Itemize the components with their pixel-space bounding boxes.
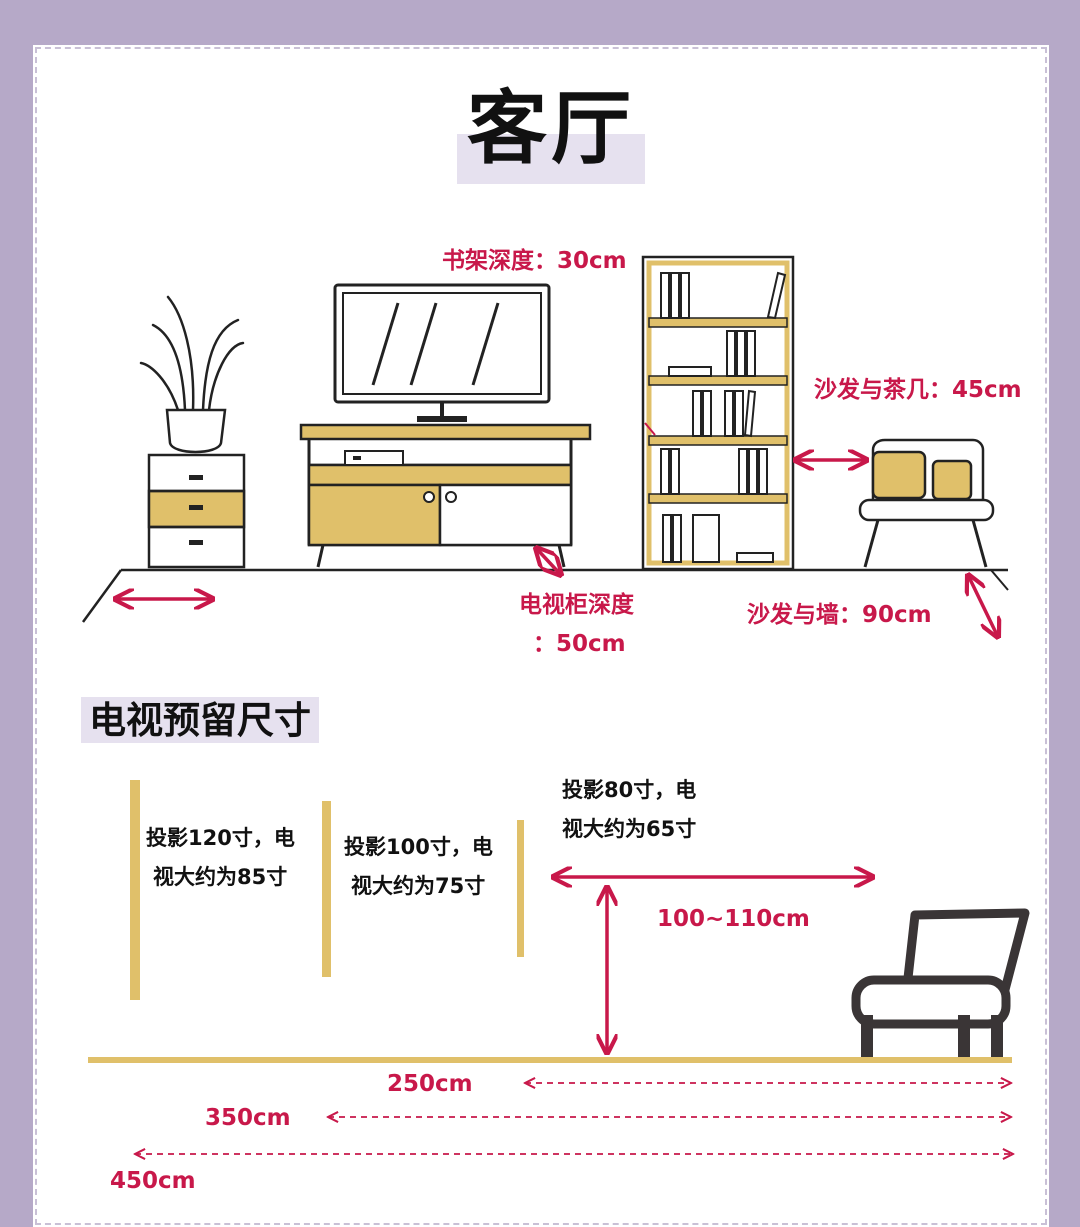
distance-350-label: 350cm [205,1105,291,1131]
title-block: 客厅 [457,83,645,185]
section-title-tv-size: 电视预留尺寸 [81,697,319,743]
bookshelf-depth-label: 书架深度：30cm [442,248,627,274]
screen-markers [130,780,524,1000]
tv-cabinet-depth-arrow [536,548,561,575]
title-highlight [457,134,645,184]
bookshelf-depth-arrow [644,422,656,436]
p80-label-line2: 视大约为65寸 [562,817,697,841]
tv-cabinet-depth-label-line2: ：50cm [533,631,626,657]
living-room-illustration [81,255,1030,1227]
armchair-icon [851,908,1030,1057]
sofa-wall-arrow [968,575,998,637]
floor-line [88,1057,1012,1063]
plant-icon [139,295,245,454]
sofa-wall-label: 沙发与墙：90cm [747,602,932,628]
page-title: 客厅 [467,82,635,175]
tv-cabinet-depth-label-line1: 电视柜深度 [519,592,634,618]
tv-cabinet-icon [299,423,592,568]
bookshelf-icon [641,255,795,571]
sofa-icon [858,438,995,568]
distance-450-label: 450cm [110,1168,196,1194]
p80-label-line1: 投影80寸，电 [562,778,697,802]
sofa-table-label: 沙发与茶几：45cm [814,377,1022,403]
distance-250-label: 250cm [387,1071,473,1097]
content-card: 客厅 [33,45,1049,1227]
p120-label-line2: 视大约为85寸 [153,865,288,889]
side-cabinet-icon [147,453,246,569]
p120-label-line1: 投影120寸，电 [146,826,295,850]
tv-icon [333,283,551,422]
p100-label-line2: 视大约为75寸 [351,874,486,898]
height-range-label: 100~110cm [657,906,810,932]
p100-label-line1: 投影100寸，电 [344,835,493,859]
